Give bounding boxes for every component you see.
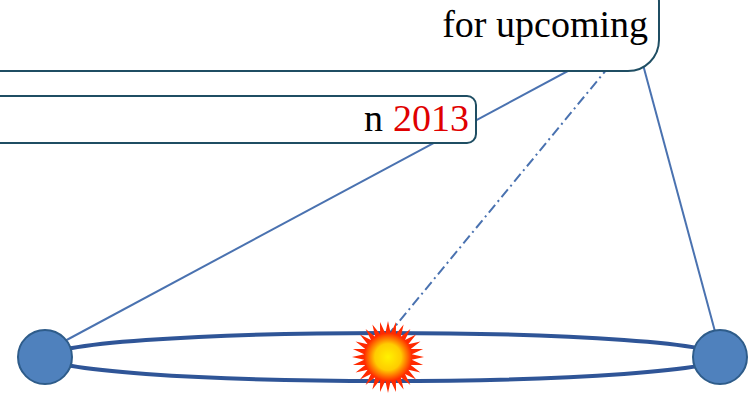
sun — [364, 333, 412, 381]
sight-line — [635, 35, 720, 350]
text-box: for upcoming — [0, 0, 660, 72]
text-box: n2013 — [0, 95, 477, 144]
text-row: for upcoming — [442, 4, 648, 46]
earth-position — [693, 330, 747, 384]
earth-position — [18, 330, 72, 384]
sun-rays — [352, 321, 424, 393]
box-text: n — [364, 98, 383, 140]
box-text: for upcoming — [442, 4, 648, 46]
orbit-ellipse — [47, 333, 723, 381]
box-text: 2013 — [393, 98, 469, 140]
dashed-line — [388, 35, 635, 335]
text-row: n2013 — [364, 98, 469, 140]
sight-line — [48, 35, 635, 350]
